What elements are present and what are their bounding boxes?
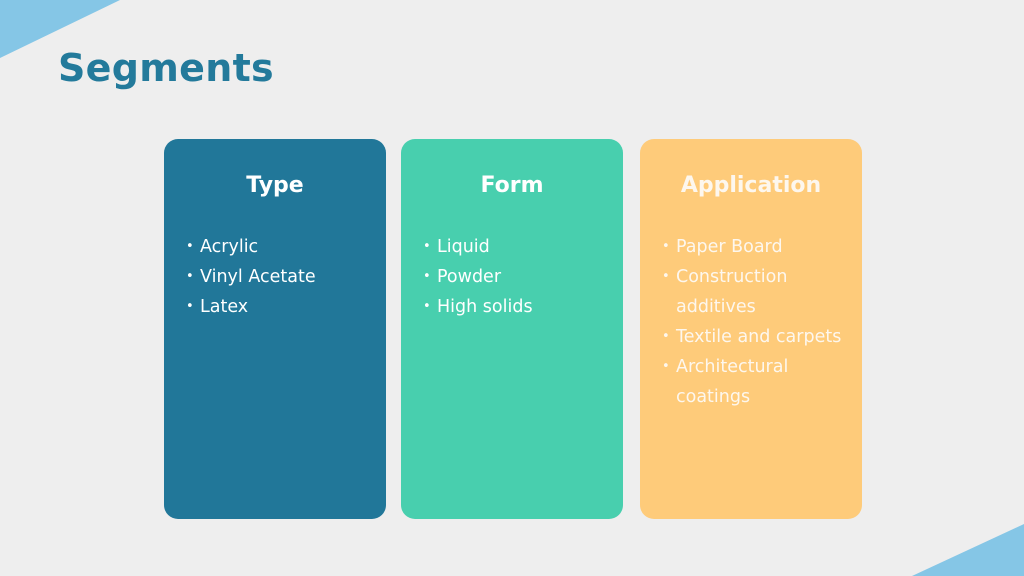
- list-item: Architectural coatings: [662, 352, 854, 412]
- card-list: Paper Board Construction additives Texti…: [662, 232, 854, 412]
- card-title: Form: [480, 173, 544, 198]
- card-title: Application: [680, 173, 822, 198]
- card-title: Type: [246, 173, 304, 198]
- card-form: Form Liquid Powder High solids: [401, 139, 623, 519]
- card-list: Liquid Powder High solids: [423, 232, 615, 322]
- list-item: Construction additives: [662, 262, 854, 322]
- bottom-right-corner-triangle: [912, 524, 1024, 576]
- page-title: Segments: [58, 46, 274, 90]
- card-list: Acrylic Vinyl Acetate Latex: [186, 232, 378, 322]
- list-item: High solids: [423, 292, 615, 322]
- list-item: Liquid: [423, 232, 615, 262]
- card-type: Type Acrylic Vinyl Acetate Latex: [164, 139, 386, 519]
- list-item: Textile and carpets: [662, 322, 854, 352]
- list-item: Latex: [186, 292, 378, 322]
- list-item: Powder: [423, 262, 615, 292]
- list-item: Vinyl Acetate: [186, 262, 378, 292]
- list-item: Paper Board: [662, 232, 854, 262]
- list-item: Acrylic: [186, 232, 378, 262]
- top-left-corner-triangle: [0, 0, 120, 58]
- card-application: Application Paper Board Construction add…: [640, 139, 862, 519]
